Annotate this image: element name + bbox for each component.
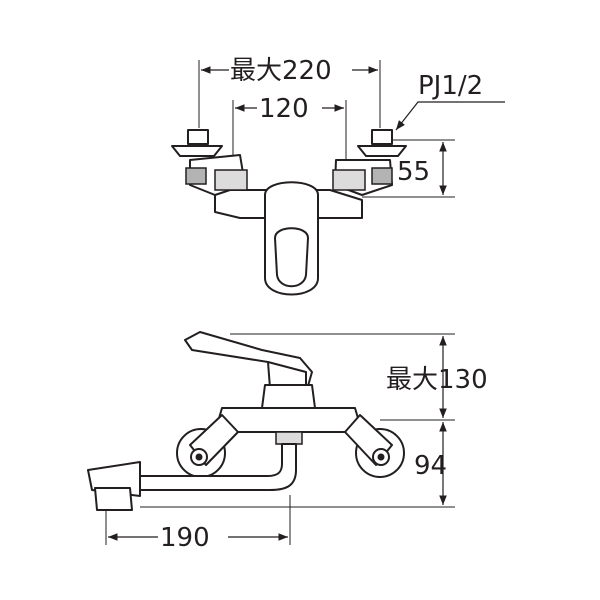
max-width-label: 最大220 — [230, 56, 332, 86]
top-left-nut — [187, 129, 209, 145]
top-height-label: 55 — [397, 157, 430, 187]
left-mount-center — [195, 453, 203, 461]
top-left-flange — [171, 145, 223, 157]
top-view: 最大220 120 PJ1/2 55 — [171, 56, 505, 296]
thread-leader — [395, 101, 505, 131]
top-right-eccentric — [371, 167, 393, 185]
spout-reach-label: 190 — [160, 523, 210, 553]
max-height-label: 最大130 — [386, 365, 488, 395]
front-view: 最大130 94 190 — [87, 331, 488, 553]
top-right-nut — [371, 129, 393, 145]
top-right-elbow — [332, 169, 366, 191]
center-width-label: 120 — [259, 94, 309, 124]
spout-aerator — [94, 487, 133, 511]
top-left-elbow — [214, 169, 248, 191]
front-spout-joint — [275, 431, 303, 445]
front-body-block — [214, 407, 363, 433]
right-mount-center — [377, 453, 385, 461]
front-body-neck — [261, 384, 316, 409]
thread-label: PJ1/2 — [418, 71, 483, 101]
mount-height-label: 94 — [414, 451, 447, 481]
top-lever-grip — [274, 227, 309, 288]
top-left-eccentric — [185, 167, 207, 185]
top-right-flange — [357, 145, 407, 157]
